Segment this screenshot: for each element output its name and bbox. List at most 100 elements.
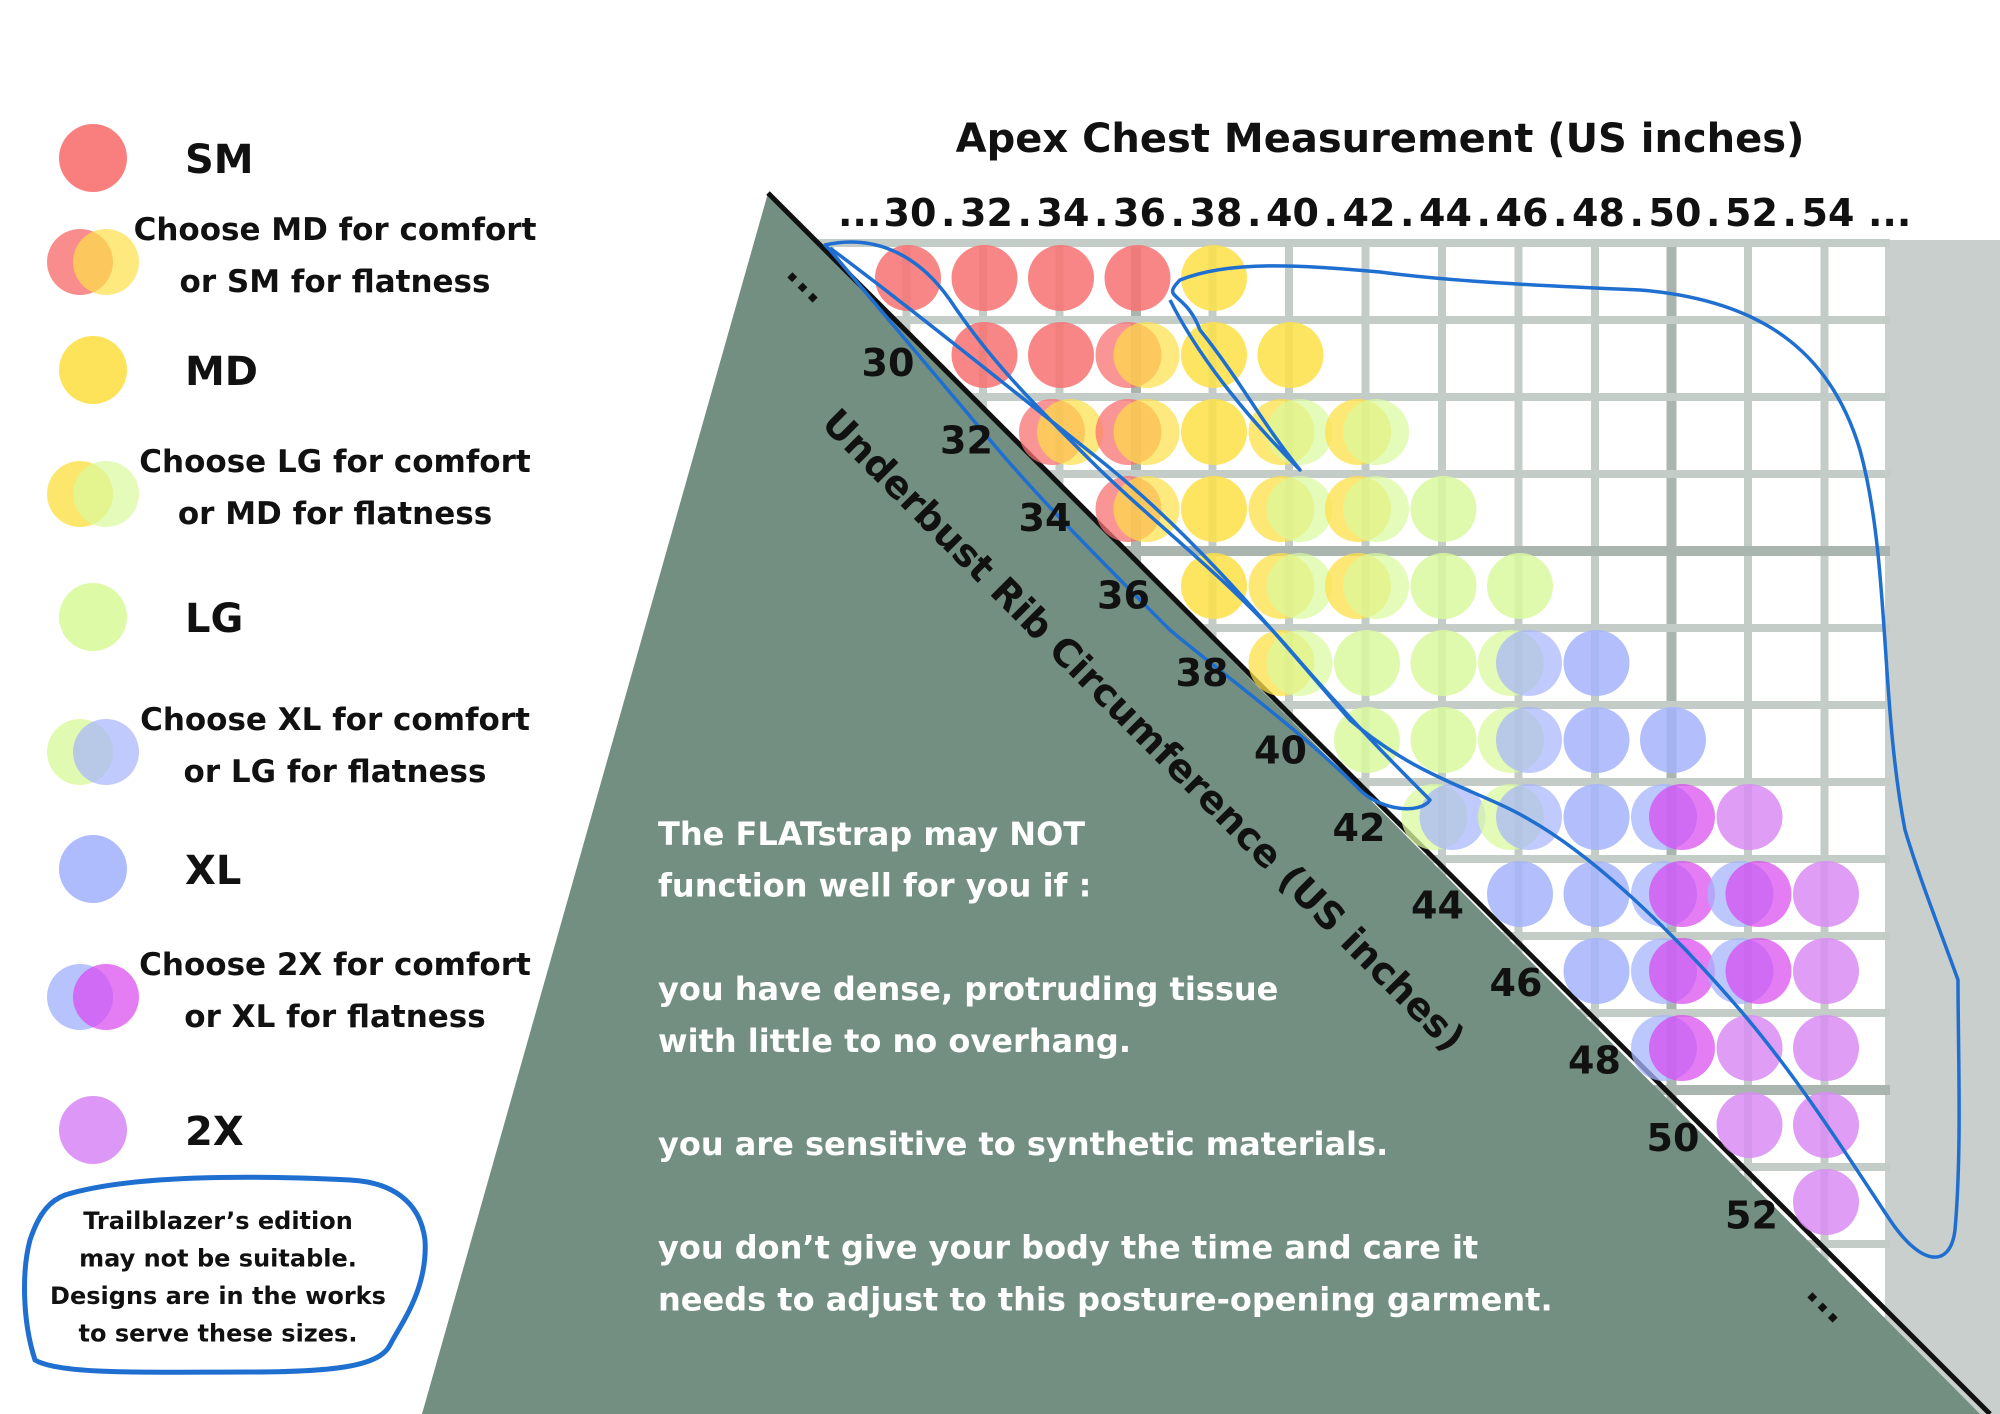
data-point-overlap: [1725, 861, 1792, 927]
legend-label: or LG for flatness: [184, 754, 487, 790]
y-tick-label: 40: [1254, 729, 1307, 773]
legend-swatch: [59, 124, 127, 192]
data-point: [1563, 784, 1630, 850]
data-point: [1334, 630, 1400, 696]
legend-label: Choose LG for comfort: [139, 444, 531, 480]
legend-swatch-overlap: [73, 461, 139, 527]
legend-item-sm: SM: [59, 124, 254, 192]
legend-item-lg-xl: Choose XL for comfort or LG for flatness: [47, 702, 530, 790]
data-point-overlap: [1266, 476, 1333, 542]
y-tick-label: 50: [1647, 1116, 1700, 1160]
legend-label: 2X: [185, 1109, 244, 1155]
data-point-overlap: [1113, 322, 1180, 388]
data-point-overlap: [1649, 861, 1715, 927]
data-point: [1334, 707, 1400, 773]
x-tick-label: 40: [1266, 191, 1319, 235]
legend-label: or SM for flatness: [180, 264, 491, 300]
data-point: [1410, 630, 1477, 696]
outer-outline: [828, 246, 1961, 1259]
data-point: [1257, 322, 1324, 388]
x-tick-ellipsis: ...: [838, 191, 881, 235]
y-tick-label: 30: [862, 341, 915, 385]
x-tick-label: 52: [1725, 191, 1778, 235]
x-tick-separator: .: [1018, 191, 1032, 235]
x-axis-ticks: ...30.32.34.36.38.40.42.44.46.48.50.52.5…: [838, 191, 1911, 235]
data-point-overlap: [1113, 399, 1180, 465]
data-point: [951, 322, 1018, 388]
legend-swatch: [59, 835, 127, 903]
x-tick-label: 36: [1113, 191, 1166, 235]
y-tick-label: 48: [1568, 1039, 1621, 1083]
data-point: [1181, 476, 1247, 542]
data-point-overlap: [1343, 399, 1409, 465]
x-tick-separator: .: [1783, 191, 1797, 235]
legend-label: Choose 2X for comfort: [139, 947, 531, 983]
legend-swatch: [59, 336, 127, 404]
legend-label: Choose MD for comfort: [134, 212, 537, 248]
comfort-zone-outline: [823, 240, 1432, 811]
chart-title: Apex Chest Measurement (US inches): [956, 116, 1805, 162]
callout-line: Trailblazer’s edition: [83, 1207, 353, 1235]
legend-swatch-overlap: [73, 229, 139, 295]
data-point: [1104, 245, 1171, 311]
y-tick-label: 44: [1411, 884, 1464, 928]
data-point: [1181, 399, 1247, 465]
data-point-overlap: [1266, 553, 1333, 619]
legend-label: SM: [185, 137, 254, 183]
x-tick-separator: .: [1477, 191, 1491, 235]
legend-label: MD: [185, 349, 258, 395]
data-point: [1410, 553, 1477, 619]
data-point: [1563, 861, 1630, 927]
legend-item-sm-md: Choose MD for comfort or SM for flatness: [47, 212, 537, 300]
data-point: [1793, 1015, 1859, 1081]
callout-line: to serve these sizes.: [79, 1320, 358, 1348]
data-point: [1028, 245, 1094, 311]
legend-item-xl: XL: [59, 835, 241, 903]
legend-item-lg: LG: [59, 583, 243, 651]
data-point: [1563, 938, 1630, 1004]
x-tick-separator: .: [1400, 191, 1414, 235]
note-line: with little to no overhang.: [658, 1022, 1131, 1060]
x-tick-separator: .: [1706, 191, 1720, 235]
data-point: [1716, 1092, 1783, 1158]
legend-label: XL: [185, 848, 241, 894]
legend-label: Choose XL for comfort: [140, 702, 530, 738]
data-point-overlap: [1649, 938, 1715, 1004]
data-point-overlap: [1266, 399, 1333, 465]
legend-swatch-overlap: [73, 719, 139, 785]
data-point-overlap: [1496, 784, 1562, 850]
x-tick-ellipsis: ...: [1868, 191, 1911, 235]
data-point: [1640, 707, 1706, 773]
x-tick-separator: .: [1324, 191, 1338, 235]
data-point: [1793, 938, 1859, 1004]
data-point-overlap: [1496, 707, 1562, 773]
x-tick-label: 38: [1190, 191, 1243, 235]
data-point: [1487, 553, 1553, 619]
legend: SM Choose MD for comfort or SM for flatnes…: [47, 124, 537, 1164]
data-point: [1793, 861, 1859, 927]
legend-label: LG: [185, 596, 243, 642]
note-line: you have dense, protruding tissue: [658, 970, 1278, 1008]
y-axis-ticks: ...303234363840424446485052...: [778, 250, 1860, 1332]
data-point: [1716, 784, 1783, 850]
data-point: [1487, 861, 1553, 927]
data-point-overlap: [1343, 553, 1409, 619]
x-tick-label: 42: [1343, 191, 1396, 235]
y-tick-label: 42: [1333, 806, 1386, 850]
note-line: function well for you if :: [658, 867, 1091, 905]
x-tick-label: 32: [960, 191, 1013, 235]
data-point: [1793, 1169, 1859, 1235]
x-tick-separator: .: [1094, 191, 1108, 235]
data-point: [1181, 245, 1247, 311]
data-point: [1410, 476, 1477, 542]
x-tick-label: 50: [1649, 191, 1702, 235]
triangle-note-panel: [422, 193, 1980, 1414]
x-tick-label: 44: [1419, 191, 1472, 235]
y-tick-label: 38: [1176, 651, 1229, 695]
data-point-overlap: [1725, 938, 1792, 1004]
data-point: [1563, 630, 1630, 696]
x-tick-separator: .: [1553, 191, 1567, 235]
x-tick-label: 54: [1802, 191, 1855, 235]
